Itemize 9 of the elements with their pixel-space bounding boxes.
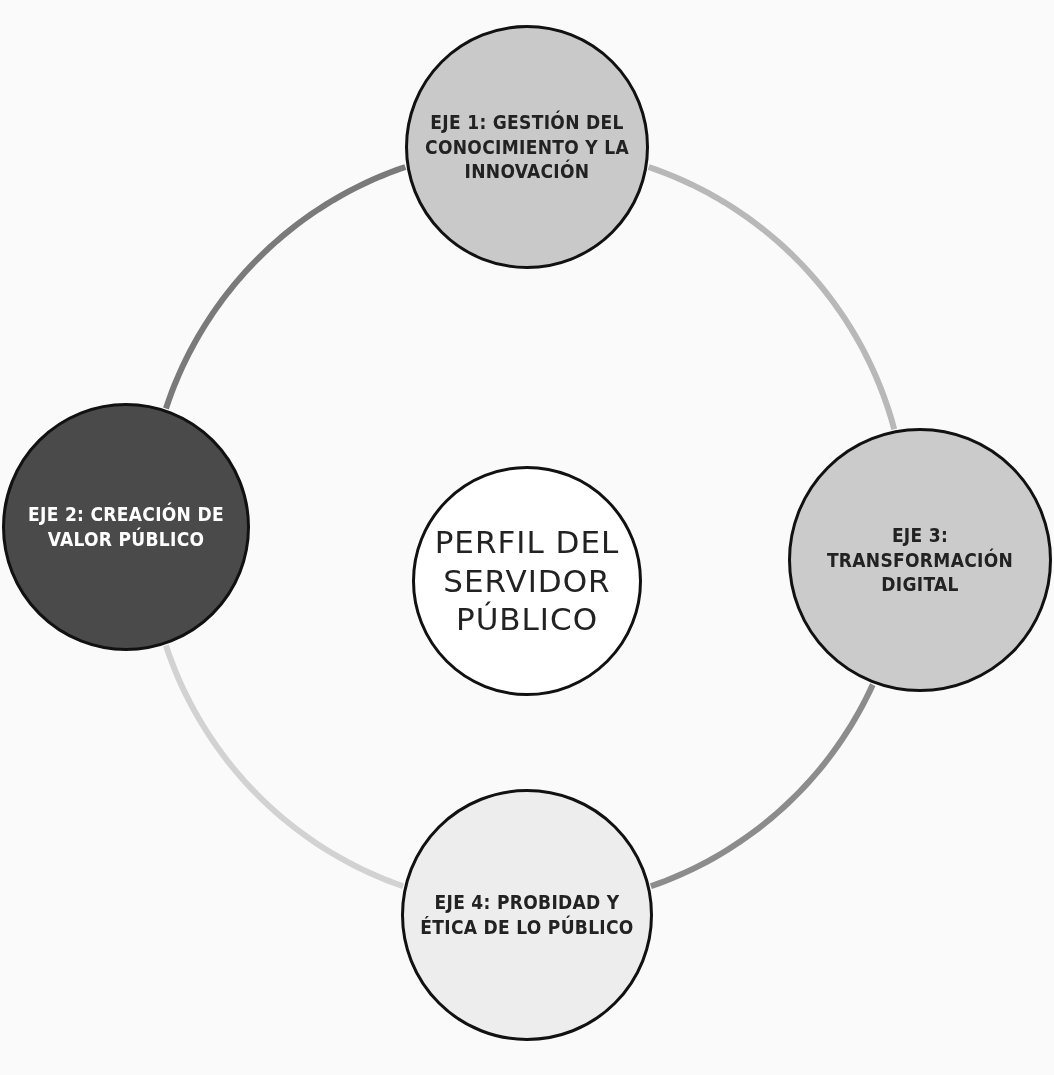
ring-arc [163,644,405,890]
axis-label: EJE 2: CREACIÓN DE VALOR PÚBLICO [27,502,225,552]
center-title: PERFIL DEL SERVIDOR PÚBLICO [433,522,621,640]
ring-arc [163,164,407,410]
axis-label: EJE 3: TRANSFORMACIÓN DIGITAL [825,522,1015,598]
ring-arc [647,164,898,431]
axis-label: EJE 1: GESTIÓN DEL CONOCIMIENTO Y LA INNOVACIÓN [424,109,630,185]
axis-label: EJE 4: PROBIDAD Y ÉTICA DE LO PÚBLICO [419,890,635,940]
ring-arc [649,683,876,890]
